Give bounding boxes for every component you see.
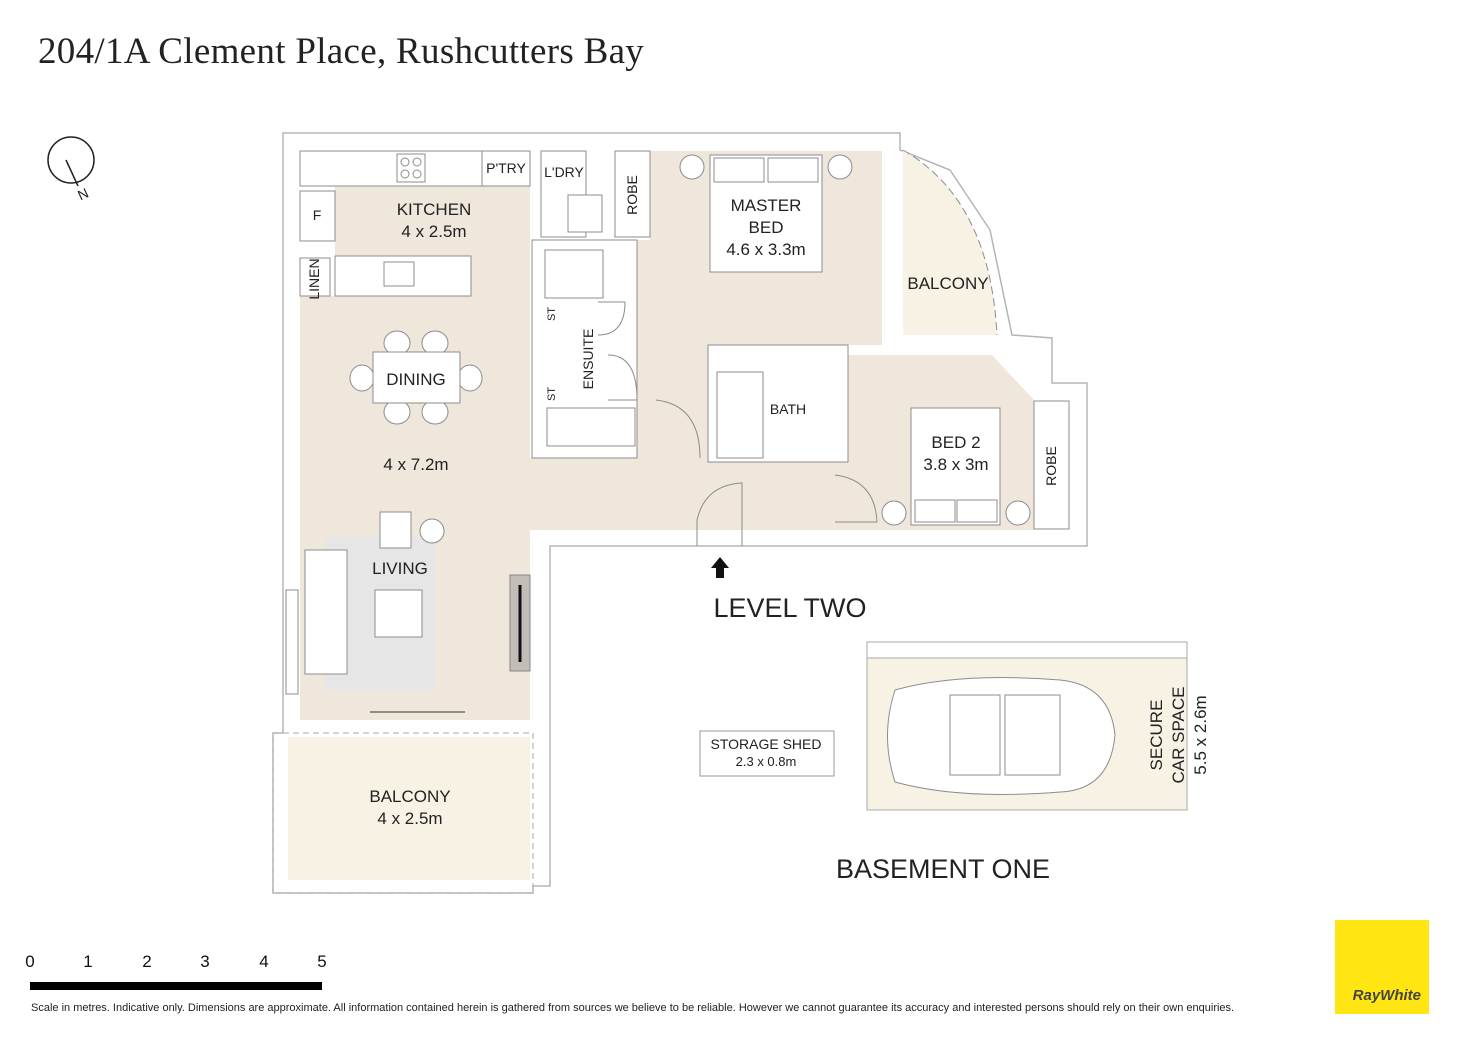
ensuite-label: ENSUITE — [580, 329, 596, 390]
scale-tick: 2 — [142, 952, 152, 971]
room-labels: KITCHEN 4 x 2.5m P'TRY L'DRY F LINEN ROB… — [306, 160, 1210, 884]
kitchen-fixtures — [299, 150, 651, 297]
storage-shed — [699, 730, 835, 777]
dining-table — [349, 330, 483, 425]
car-label-2: CAR SPACE — [1169, 687, 1188, 784]
kitchen-label: KITCHEN — [397, 200, 472, 219]
disclaimer: Scale in metres. Indicative only. Dimens… — [31, 1002, 1235, 1014]
level-two-label: LEVEL TWO — [713, 593, 866, 623]
living-furniture — [285, 511, 531, 713]
doors — [655, 399, 878, 546]
storage-label: STORAGE SHED — [711, 736, 822, 752]
living-label: LIVING — [372, 559, 428, 578]
st-label: ST — [546, 307, 558, 321]
car-space — [866, 641, 1188, 811]
scale-bar: 0 1 2 3 4 5 — [25, 952, 327, 992]
fridge-label: F — [313, 207, 322, 223]
linen-label: LINEN — [306, 258, 322, 299]
master-label-2: BED — [749, 218, 784, 237]
logo-text: RayWhite — [1352, 987, 1421, 1004]
master-bed — [679, 154, 853, 273]
basement-one-label: BASEMENT ONE — [836, 854, 1050, 884]
scale-tick: 0 — [25, 952, 35, 971]
bed-2 — [881, 400, 1070, 530]
dining-label: DINING — [386, 370, 446, 389]
pantry-label: P'TRY — [486, 160, 526, 176]
robe-label: ROBE — [624, 175, 640, 215]
scale-tick: 5 — [317, 952, 327, 971]
raywhite-logo: RayWhite — [1335, 920, 1429, 1014]
scale-tick: 4 — [259, 952, 269, 971]
bed2-size: 3.8 x 3m — [923, 455, 988, 474]
scale-bar-line — [30, 982, 322, 990]
master-size: 4.6 x 3.3m — [726, 240, 805, 259]
robe2-label: ROBE — [1043, 446, 1059, 486]
kitchen-size: 4 x 2.5m — [401, 222, 466, 241]
scale-tick: 1 — [83, 952, 93, 971]
balcony-size: 4 x 2.5m — [377, 809, 442, 828]
entry-arrow-icon — [711, 557, 729, 578]
wet-areas — [531, 150, 849, 463]
car-size: 5.5 x 2.6m — [1191, 695, 1210, 774]
bath-label: BATH — [770, 401, 806, 417]
bed2-label: BED 2 — [931, 433, 980, 452]
page-title: 204/1A Clement Place, Rushcutters Bay — [38, 31, 645, 72]
st-label: ST — [546, 387, 558, 401]
balcony-top-label: BALCONY — [907, 274, 988, 293]
storage-size: 2.3 x 0.8m — [736, 754, 797, 769]
compass-icon: N — [47, 136, 95, 204]
scale-tick: 3 — [200, 952, 210, 971]
laundry-label: L'DRY — [544, 164, 584, 180]
balcony-label: BALCONY — [369, 787, 450, 806]
car-label-1: SECURE — [1147, 700, 1166, 771]
svg-text:N: N — [75, 185, 91, 204]
living-size: 4 x 7.2m — [383, 455, 448, 474]
master-label-1: MASTER — [731, 196, 802, 215]
